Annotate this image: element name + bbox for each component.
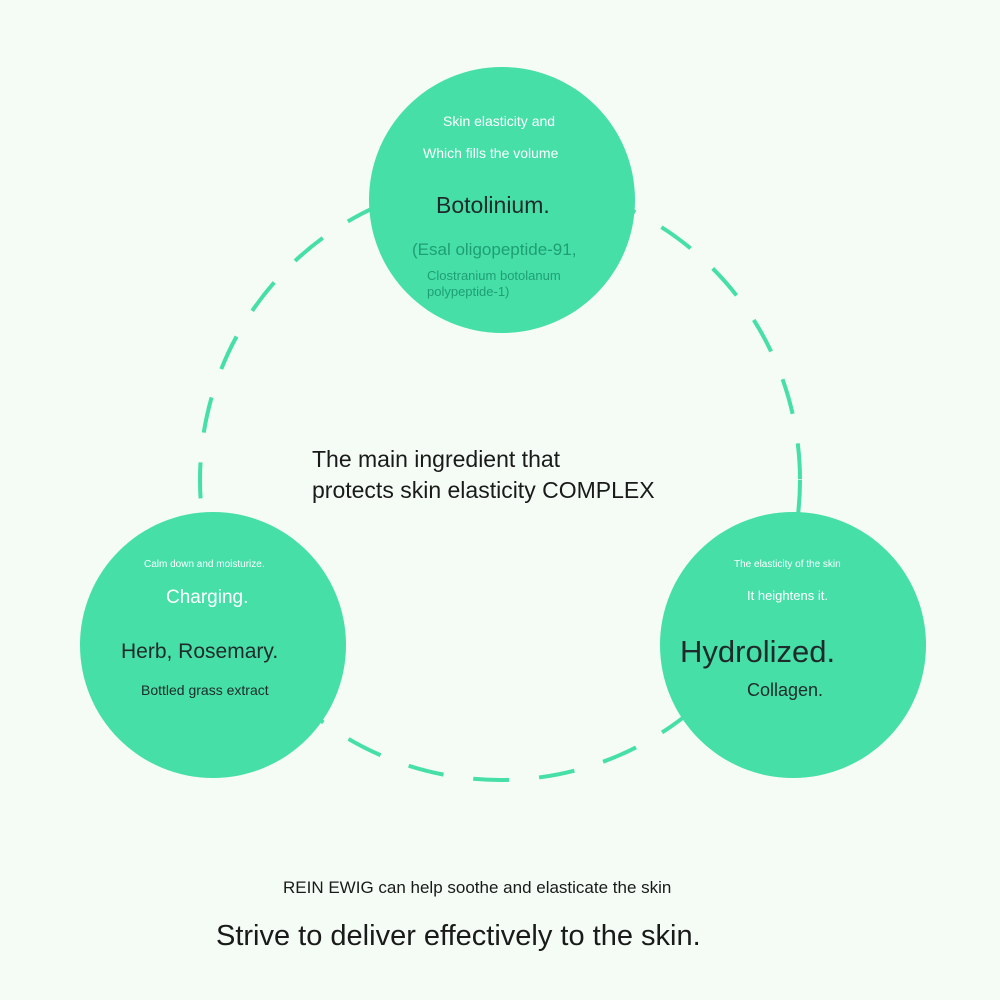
center-heading: The main ingredient that protects skin e…	[312, 444, 655, 506]
left-circle-line1: Calm down and moisturize.	[144, 559, 265, 570]
center-heading-line2: protects skin elasticity COMPLEX	[312, 477, 655, 503]
top-circle-ingredient1: (Esal oligopeptide-91,	[412, 240, 577, 259]
right-circle-title: Hydrolized.	[680, 634, 836, 669]
left-circle-line2: Charging.	[166, 587, 249, 608]
right-circle-line1: The elasticity of the skin	[734, 559, 841, 570]
center-heading-line1: The main ingredient that	[312, 446, 561, 472]
right-circle-subtitle: Collagen.	[747, 680, 824, 700]
top-circle-ingredient2: Clostranium botolanum	[427, 268, 561, 283]
left-circle-title: Herb, Rosemary.	[121, 640, 279, 663]
top-circle-title: Botolinium.	[436, 192, 550, 218]
botolinium-circle: Skin elasticity and Which fills the volu…	[369, 67, 635, 333]
right-circle-line2: It heightens it.	[747, 588, 828, 603]
hydrolized-collagen-circle: The elasticity of the skin It heightens …	[660, 512, 926, 778]
top-circle-ingredient3: polypeptide-1)	[427, 284, 510, 299]
footer-headline: Strive to deliver effectively to the ski…	[216, 920, 701, 952]
left-circle-subtitle: Bottled grass extract	[141, 682, 269, 698]
top-circle-line2: Which fills the volume	[423, 145, 559, 161]
top-circle-line1: Skin elasticity and	[443, 113, 556, 129]
footer-tagline: REIN EWIG can help soothe and elasticate…	[283, 878, 672, 897]
herb-rosemary-circle: Calm down and moisturize. Charging. Herb…	[80, 512, 346, 778]
